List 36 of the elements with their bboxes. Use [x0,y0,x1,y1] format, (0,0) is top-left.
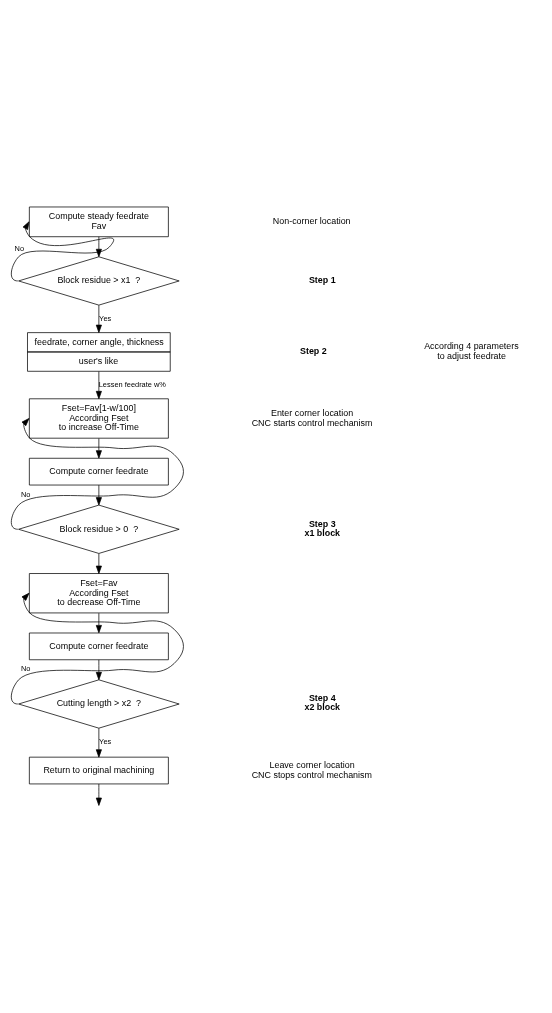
edge-label: No [20,489,31,499]
label: Step 4 x2 block [304,693,341,713]
arrow [95,304,102,333]
edge-label: No [20,664,31,674]
arrow [95,727,102,758]
arrow [95,438,102,459]
edge-label: Yes [99,313,112,323]
label: Step 1 [308,274,336,285]
node-box: Fset=Fav[1-w/100] According Fset to increase Off-Time [29,398,169,439]
node-box: Compute corner feedrate [29,632,169,661]
arrow [95,553,102,574]
arrow [10,418,184,530]
label: Non-corner location [272,216,351,227]
edge-label: Yes [99,736,112,746]
node-box: Compute corner feedrate [29,457,169,486]
node-box: Compute steady feedrate Fav [29,206,169,238]
node-box: Return to original machining [29,756,169,785]
label: Step 3 x1 block [304,518,341,538]
node-diamond: Block residue > 0 ? [18,504,180,554]
arrow [95,484,102,506]
node-diamond: Cutting length > x2 ? [18,679,180,729]
arrow [95,371,102,400]
edge-label: No [14,244,25,254]
arrow [95,236,102,258]
arrow [95,659,102,681]
node-diamond: Block residue > x1 ? [18,256,180,306]
label: Enter corner location CNC starts control mechanism [251,407,373,428]
node-box: Fset=Fav According Fset to decrease Off-Time [29,573,169,614]
arrow [10,592,184,705]
label: Leave corner location CNC stops control mechanism [251,760,372,780]
label: According 4 parameters to adjust feedrate [424,341,519,362]
arrow [95,783,102,806]
arrow [10,221,114,282]
arrow [95,612,102,634]
edge-label: Lessen feedrate w% [98,379,166,389]
label: Step 2 [299,345,327,356]
